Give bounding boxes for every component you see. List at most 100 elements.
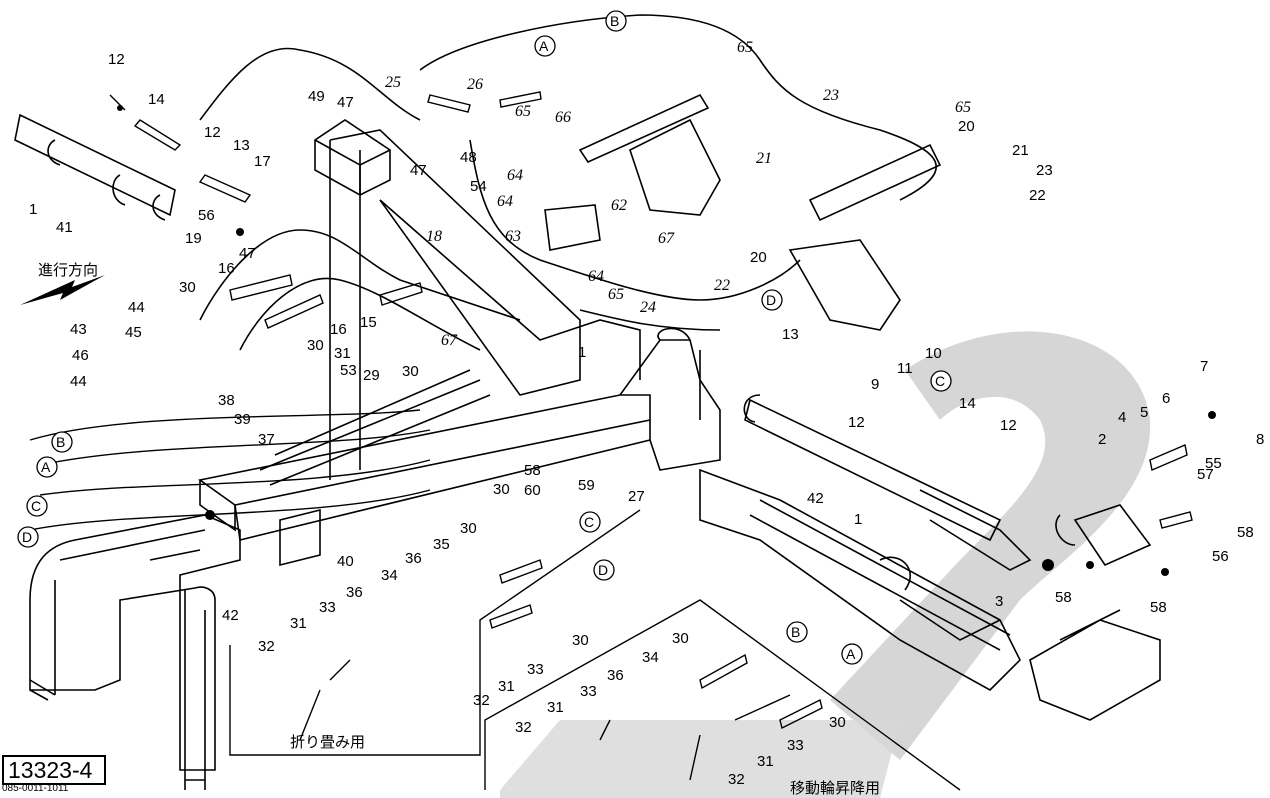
part-label: 67 xyxy=(441,332,458,349)
part-label: 64 xyxy=(497,193,513,210)
part-label: 42 xyxy=(222,607,239,624)
connector-b-left: B xyxy=(51,431,73,453)
svg-text:D: D xyxy=(22,529,32,545)
connector-d-mid: D xyxy=(761,289,783,311)
part-label: 48 xyxy=(460,149,477,166)
direction-arrow xyxy=(20,275,105,305)
part-label: 17 xyxy=(254,153,271,170)
part-label: 32 xyxy=(258,638,275,655)
part-label: 63 xyxy=(505,228,521,245)
part-label: 12 xyxy=(1000,417,1017,434)
part-label: 24 xyxy=(640,299,656,316)
part-label: 36 xyxy=(405,550,422,567)
part-label: 12 xyxy=(848,414,865,431)
part-label: 66 xyxy=(555,109,571,126)
svg-text:B: B xyxy=(791,624,800,640)
part-label: 7 xyxy=(1200,358,1208,375)
part-label: 49 xyxy=(308,88,325,105)
part-label: 3 xyxy=(995,593,1003,610)
part-label: 30 xyxy=(572,632,589,649)
part-label: 6 xyxy=(1162,390,1170,407)
part-label: 47 xyxy=(337,94,354,111)
part-label: 45 xyxy=(125,324,142,341)
part-label: 25 xyxy=(385,74,401,91)
part-label: 37 xyxy=(258,431,275,448)
folding-label: 折り畳み用 xyxy=(290,733,365,751)
part-label: 40 xyxy=(337,553,354,570)
linework xyxy=(14,14,1161,791)
part-label: 10 xyxy=(925,345,942,362)
part-label: 30 xyxy=(829,714,846,731)
connector-markers: B A C D A B D C C D B A xyxy=(17,10,952,665)
svg-text:D: D xyxy=(598,562,608,578)
part-label: 65 xyxy=(955,99,971,116)
part-label: 33 xyxy=(580,683,597,700)
part-label: 15 xyxy=(360,314,377,331)
part-label: 2 xyxy=(1098,431,1106,448)
svg-text:A: A xyxy=(846,646,856,662)
part-label: 56 xyxy=(1212,548,1229,565)
part-label: 39 xyxy=(234,411,251,428)
part-label: 34 xyxy=(381,567,398,584)
part-label: 55 xyxy=(1205,455,1222,472)
part-label: 16 xyxy=(218,260,235,277)
connector-d-fold: D xyxy=(593,559,615,581)
part-label: 22 xyxy=(714,277,730,294)
svg-text:D: D xyxy=(766,292,776,308)
part-label: 42 xyxy=(807,490,824,507)
svg-text:A: A xyxy=(539,38,549,54)
part-label: 1 xyxy=(854,511,862,528)
part-label: 43 xyxy=(70,321,87,338)
connector-c-left: C xyxy=(26,495,48,517)
part-label: 1 xyxy=(29,201,37,218)
part-label: 65 xyxy=(515,103,531,120)
part-label: 27 xyxy=(628,488,645,505)
connector-c-mid: C xyxy=(930,370,952,392)
lower-arm xyxy=(699,468,1021,691)
part-label: 30 xyxy=(179,279,196,296)
fill-parts xyxy=(117,105,1216,576)
svg-text:C: C xyxy=(31,498,41,514)
part-label: 31 xyxy=(498,678,515,695)
part-label: 13 xyxy=(233,137,250,154)
part-label: 34 xyxy=(642,649,659,666)
part-label: 36 xyxy=(346,584,363,601)
part-label: 9 xyxy=(871,376,879,393)
cylinder-1-left xyxy=(14,113,176,221)
part-label: 20 xyxy=(958,118,975,135)
svg-text:C: C xyxy=(935,373,945,389)
part-label: 26 xyxy=(467,76,483,93)
part-label: 47 xyxy=(239,245,256,262)
part-label: 31 xyxy=(547,699,564,716)
part-label: 62 xyxy=(611,197,627,214)
part-label: 32 xyxy=(728,771,745,788)
part-label: 12 xyxy=(108,51,125,68)
part-label: 30 xyxy=(307,337,324,354)
part-label: 22 xyxy=(1029,187,1046,204)
wheel-lift-label: 移動輪昇降用 xyxy=(790,779,880,797)
part-label: 41 xyxy=(56,219,73,236)
part-label: 58 xyxy=(1237,524,1254,541)
part-label: 65 xyxy=(608,286,624,303)
part-label: 30 xyxy=(672,630,689,647)
svg-text:A: A xyxy=(41,459,51,475)
part-label: 54 xyxy=(470,178,487,195)
part-label: 19 xyxy=(185,230,202,247)
part-label: 23 xyxy=(1036,162,1053,179)
connector-a-left: A xyxy=(36,456,58,478)
direction-label: 進行方向 xyxy=(38,261,98,279)
svg-text:B: B xyxy=(56,434,65,450)
part-label: 35 xyxy=(433,536,450,553)
part-label: 58 xyxy=(524,462,541,479)
svg-text:B: B xyxy=(610,13,619,29)
part-label: 31 xyxy=(334,345,351,362)
part-label: 56 xyxy=(198,207,215,224)
part-51-box xyxy=(314,119,391,196)
connector-d-left: D xyxy=(17,526,39,548)
part-label: 20 xyxy=(750,249,767,266)
part-label: 30 xyxy=(460,520,477,537)
part-label: 13 xyxy=(782,326,799,343)
drawing-subnumber: 085-0011-1011 xyxy=(2,783,69,794)
